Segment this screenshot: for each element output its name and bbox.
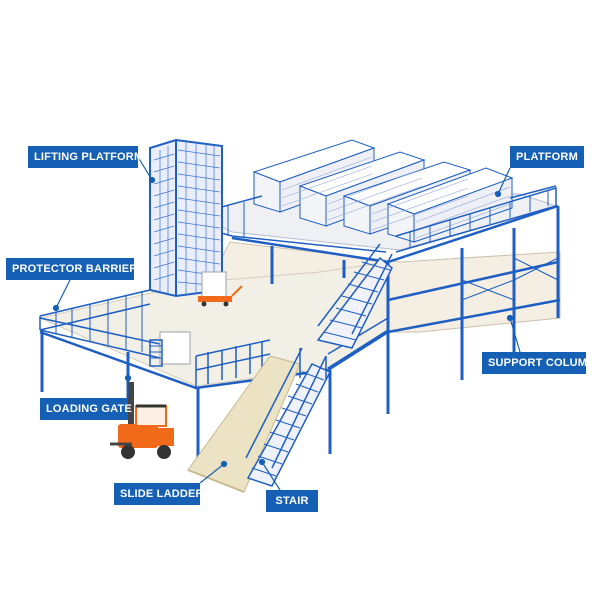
stair-label: STAIR [266,490,318,512]
loading-gate [149,331,191,367]
bracing [461,257,559,301]
platform-label: PLATFORM [510,146,584,168]
pallet-cart [198,271,243,307]
forklift [110,382,174,459]
lower-stair [245,347,332,487]
support-column-label: SUPPORT COLUMN [482,352,595,374]
rack-4 [386,167,514,243]
slide-ladder-label: SLIDE LADDER [114,483,203,505]
protector-barrier-label: PROTECTOR BARRIER [6,258,137,280]
protector-barrier-railing [39,289,161,359]
lifting-platform-label: LIFTING PLATFORM [28,146,143,168]
leader-lines [52,156,521,491]
upper-stair [316,243,393,349]
loading-gate-label: LOADING GATE [40,398,132,420]
storage-racks [252,139,514,243]
